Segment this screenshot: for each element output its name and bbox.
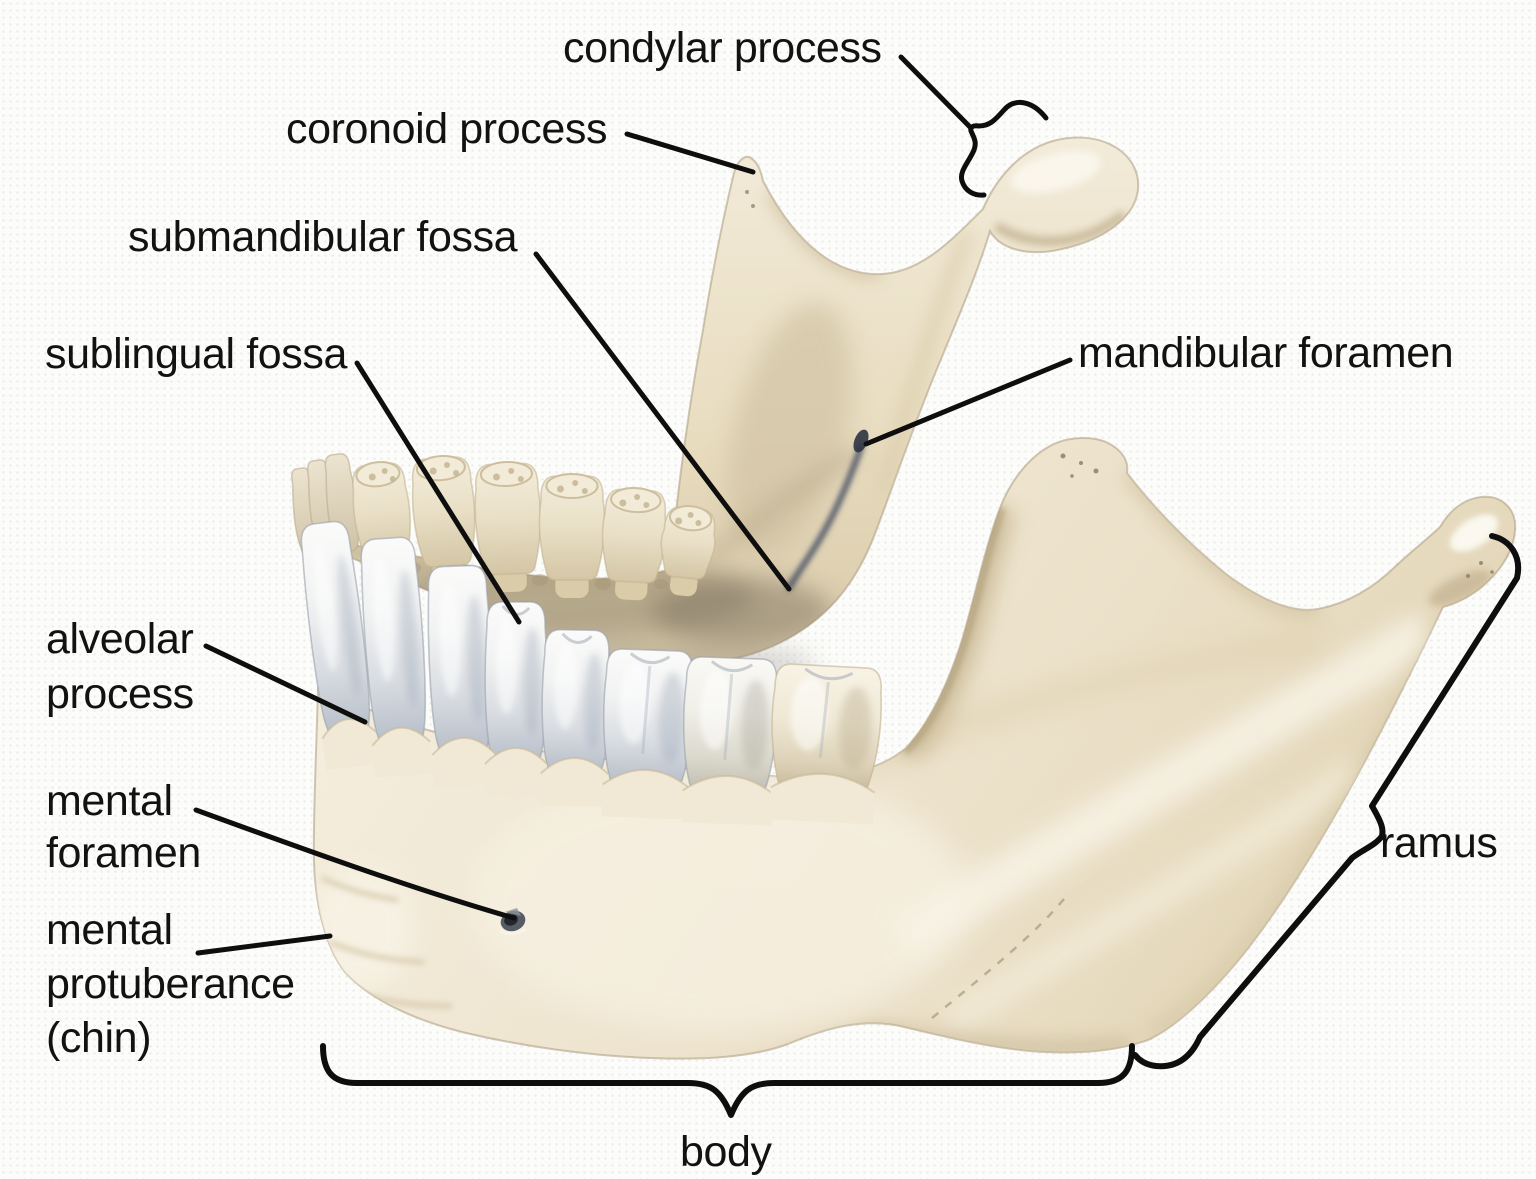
label-coronoid-process: coronoid process (286, 105, 608, 153)
condylar-brace (958, 100, 1049, 198)
near-condyle-highlight (1449, 514, 1499, 552)
label-body: body (680, 1128, 772, 1176)
far-condyle-highlight (1011, 151, 1101, 193)
mylohyoid-groove (786, 444, 864, 591)
leader-mandibular-foramen (863, 357, 1073, 447)
leader-mental-foramen (193, 807, 517, 921)
bone-speckles (1060, 453, 1494, 578)
leader-lines (193, 54, 1073, 956)
leader-sublingual-fossa (354, 360, 522, 625)
leader-alveolar-process (203, 643, 368, 725)
near-teeth (300, 520, 882, 792)
label-mandibular-foramen: mandibular foramen (1078, 329, 1454, 377)
leader-condylar-process (898, 54, 973, 130)
label-alveolar-process: alveolar process (46, 615, 194, 718)
label-condylar-process: condylar process (563, 24, 882, 72)
leader-coronoid-process (624, 131, 756, 175)
label-submandibular-fossa: submandibular fossa (128, 213, 518, 261)
leader-submandibular-fossa (533, 251, 792, 592)
ramus-brace (1132, 533, 1522, 1070)
label-ramus: ramus (1380, 819, 1498, 867)
label-mental-foramen: mental foramen (46, 777, 201, 877)
body-brace (320, 1043, 1135, 1118)
gum-line (321, 718, 876, 826)
mandibular-foramen-mark (853, 429, 869, 453)
label-mental-protuberance: mental protuberance (chin) (46, 906, 295, 1062)
label-sublingual-fossa: sublingual fossa (45, 330, 347, 378)
leader-mental-protuberance (195, 933, 333, 956)
